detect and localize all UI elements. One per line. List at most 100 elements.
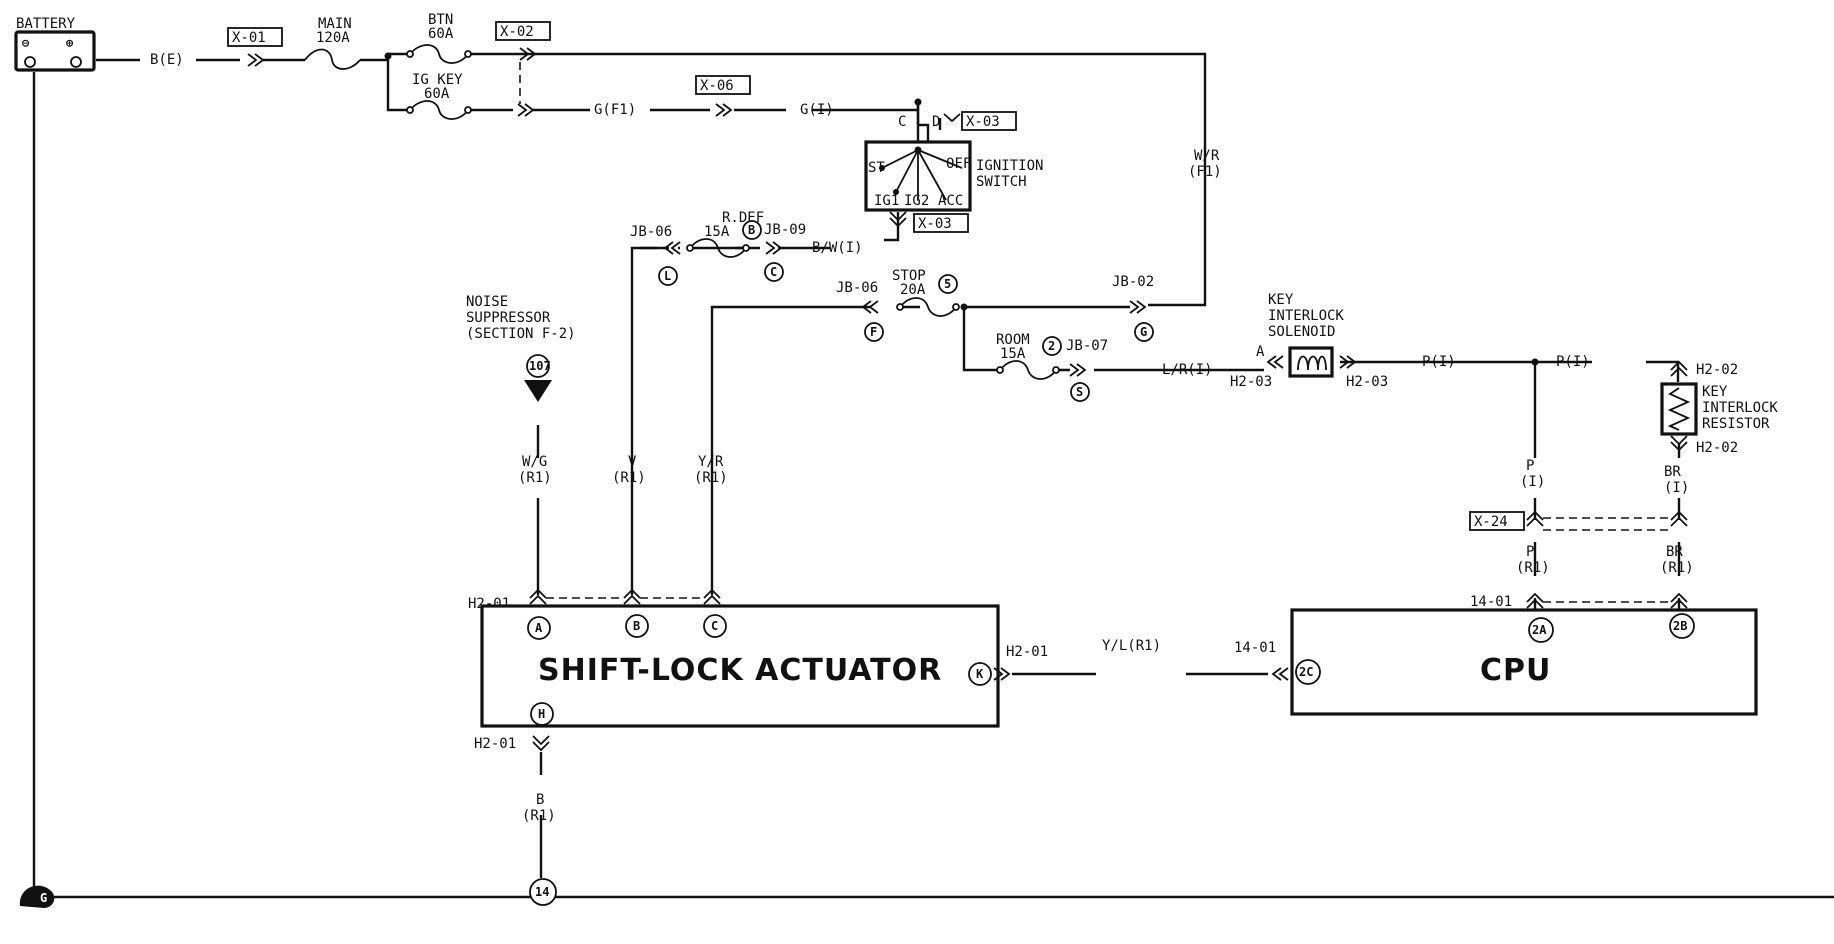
wire-b-2: (R1) (522, 808, 556, 824)
wire-pi-2: P(I) (1556, 354, 1590, 370)
jb-pin-2: 2 (1048, 339, 1055, 353)
actuator-pin-a: A (535, 621, 543, 635)
jb-pin-5: 5 (944, 277, 951, 291)
ign-pos-acc: ACC (938, 193, 963, 209)
jb-pin-l: L (664, 269, 671, 283)
connector-jb06-b: JB-06 (836, 280, 878, 296)
jb-pin-g: G (1140, 325, 1147, 339)
noise-label-3: (SECTION F-2) (466, 326, 576, 342)
connector-h202-a: H2-02 (1696, 362, 1738, 378)
wire-br-i-1: BR (1664, 464, 1681, 480)
wire-bwi: B/W(I) (812, 240, 863, 256)
connector-x06-icon (715, 103, 733, 117)
connector-jb02: JB-02 (1112, 274, 1154, 290)
fuse-room-rating: 15A (1000, 346, 1026, 362)
rdef-section: JB-06 R.DEF 15A B JB-09 B/W(I) L C (630, 210, 863, 286)
wire-gi: G(I) (800, 102, 834, 118)
ground: 14 G (19, 878, 557, 908)
fuse-igkey-name: IG KEY (412, 72, 463, 88)
wire-yr-2: (R1) (694, 470, 728, 486)
wire-p-i-2: (I) (1520, 474, 1545, 490)
wire-be: B(E) (150, 52, 184, 68)
noise-suppressor: NOISE SUPPRESSOR (SECTION F-2) 107 (466, 294, 576, 402)
connector-x01-icon (247, 53, 265, 67)
wire-wg-1: W/G (522, 454, 547, 470)
wire-wg-2: (R1) (518, 470, 552, 486)
fuse-igkey-icon (409, 100, 469, 120)
wire-lri: L/R(I) (1162, 362, 1213, 378)
cpu: Y/L(R1) 14-01 14-01 2C 2A 2B CPU (1102, 592, 1758, 716)
key-interlock-resistor: H2-02 KEY INTERLOCK RESISTOR H2-02 P (I)… (1469, 360, 1778, 576)
wire-yl: Y/L(R1) (1102, 638, 1161, 654)
connector-h203-a: H2-03 (1230, 374, 1272, 390)
actuator-pin-b: B (633, 619, 640, 633)
cpu-pin-2a: 2A (1532, 623, 1547, 637)
battery: BATTERY ⊖ ⊕ (14, 16, 96, 72)
fuse-room-name: ROOM (996, 332, 1030, 348)
connector-1401-left: 14-01 (1234, 640, 1276, 656)
ign-pin-c: C (898, 114, 906, 130)
ignition-label-1: IGNITION (976, 158, 1043, 174)
fuse-stop-name: STOP (892, 268, 926, 284)
top-section: B(E) X-01 MAIN 120A BTN 60A X-02 IG KEY … (150, 12, 922, 120)
jb-pin-f: F (870, 325, 877, 339)
ign-pos-off: OFF (946, 156, 971, 172)
connector-x03-top: X-03 (966, 114, 1000, 130)
connector-jb09: JB-09 (764, 222, 806, 238)
wire-wr-2: (F1) (1188, 164, 1222, 180)
connector-x02-icon (519, 47, 537, 61)
wire-br-r1-1: BR (1666, 544, 1683, 560)
fuse-btn-icon (409, 44, 469, 64)
wire-br-r1-2: (R1) (1660, 560, 1694, 576)
wire-yr-1: Y/R (698, 454, 724, 470)
resistor-label-1: KEY (1702, 384, 1728, 400)
fuse-main-name: MAIN (318, 16, 352, 32)
stop-room-section: JB-06 STOP 20A 5 F JB-02 G ROOM 15A 2 JB… (836, 148, 1222, 402)
ignition-switch: C D X-03 ST OFF IG1 IG2 ACC IGNITION SWI… (864, 102, 1043, 233)
wire-pi-1: P(I) (1422, 354, 1456, 370)
battery-plus-icon: ⊕ (66, 36, 74, 50)
noise-label-2: SUPPRESSOR (466, 310, 551, 326)
wire-br-i-2: (I) (1664, 480, 1689, 496)
ground-icon (19, 885, 55, 908)
noise-suppressor-icon (524, 380, 552, 402)
ign-pin-d: D (932, 114, 940, 130)
wire-gf1: G(F1) (594, 102, 636, 118)
connector-jb07: JB-07 (1066, 338, 1108, 354)
noise-pin-107: 107 (529, 359, 551, 373)
ground-label: G (40, 891, 47, 905)
ign-pos-st: ST (868, 160, 885, 176)
connector-x06: X-06 (700, 78, 734, 94)
battery-minus-icon: ⊖ (22, 36, 30, 50)
cpu-pin-2c: 2C (1299, 665, 1313, 679)
solenoid-label-1: KEY (1268, 292, 1294, 308)
jb-pin-s: S (1076, 385, 1083, 399)
connector-jb06-a: JB-06 (630, 224, 672, 240)
wire-v-1: V (628, 454, 637, 470)
fuse-stop-icon (899, 297, 957, 317)
resistor-label-3: RESISTOR (1702, 416, 1770, 432)
cpu-pin-2b: 2B (1673, 619, 1687, 633)
connector-h203-b: H2-03 (1346, 374, 1388, 390)
actuator-pin-c: C (711, 619, 718, 633)
resistor-label-2: INTERLOCK (1702, 400, 1778, 416)
actuator-pin-h: H (538, 707, 545, 721)
ignition-label-2: SWITCH (976, 174, 1027, 190)
cpu-label: CPU (1480, 653, 1551, 688)
connector-h201-bottom: H2-01 (474, 736, 516, 752)
fuse-btn-name: BTN (428, 12, 453, 28)
fuse-btn-rating: 60A (428, 26, 454, 42)
ign-pos-ig1: IG1 (874, 193, 899, 209)
key-interlock-solenoid: KEY INTERLOCK SOLENOID L/R(I) A H2-03 H2… (1162, 292, 1590, 390)
connector-x03-bottom: X-03 (918, 216, 952, 232)
solenoid-label-3: SOLENOID (1268, 324, 1335, 340)
wire-p-r1-2: (R1) (1516, 560, 1550, 576)
connector-h202-b: H2-02 (1696, 440, 1738, 456)
actuator-wire-labels: W/G (R1) V (R1) Y/R (R1) (518, 454, 728, 486)
connector-h201-right: H2-01 (1006, 644, 1048, 660)
noise-label-1: NOISE (466, 294, 508, 310)
fuse-main-icon (304, 48, 361, 70)
solenoid-label-2: INTERLOCK (1268, 308, 1344, 324)
jb-pin-b: B (748, 223, 755, 237)
battery-label: BATTERY (16, 16, 76, 32)
